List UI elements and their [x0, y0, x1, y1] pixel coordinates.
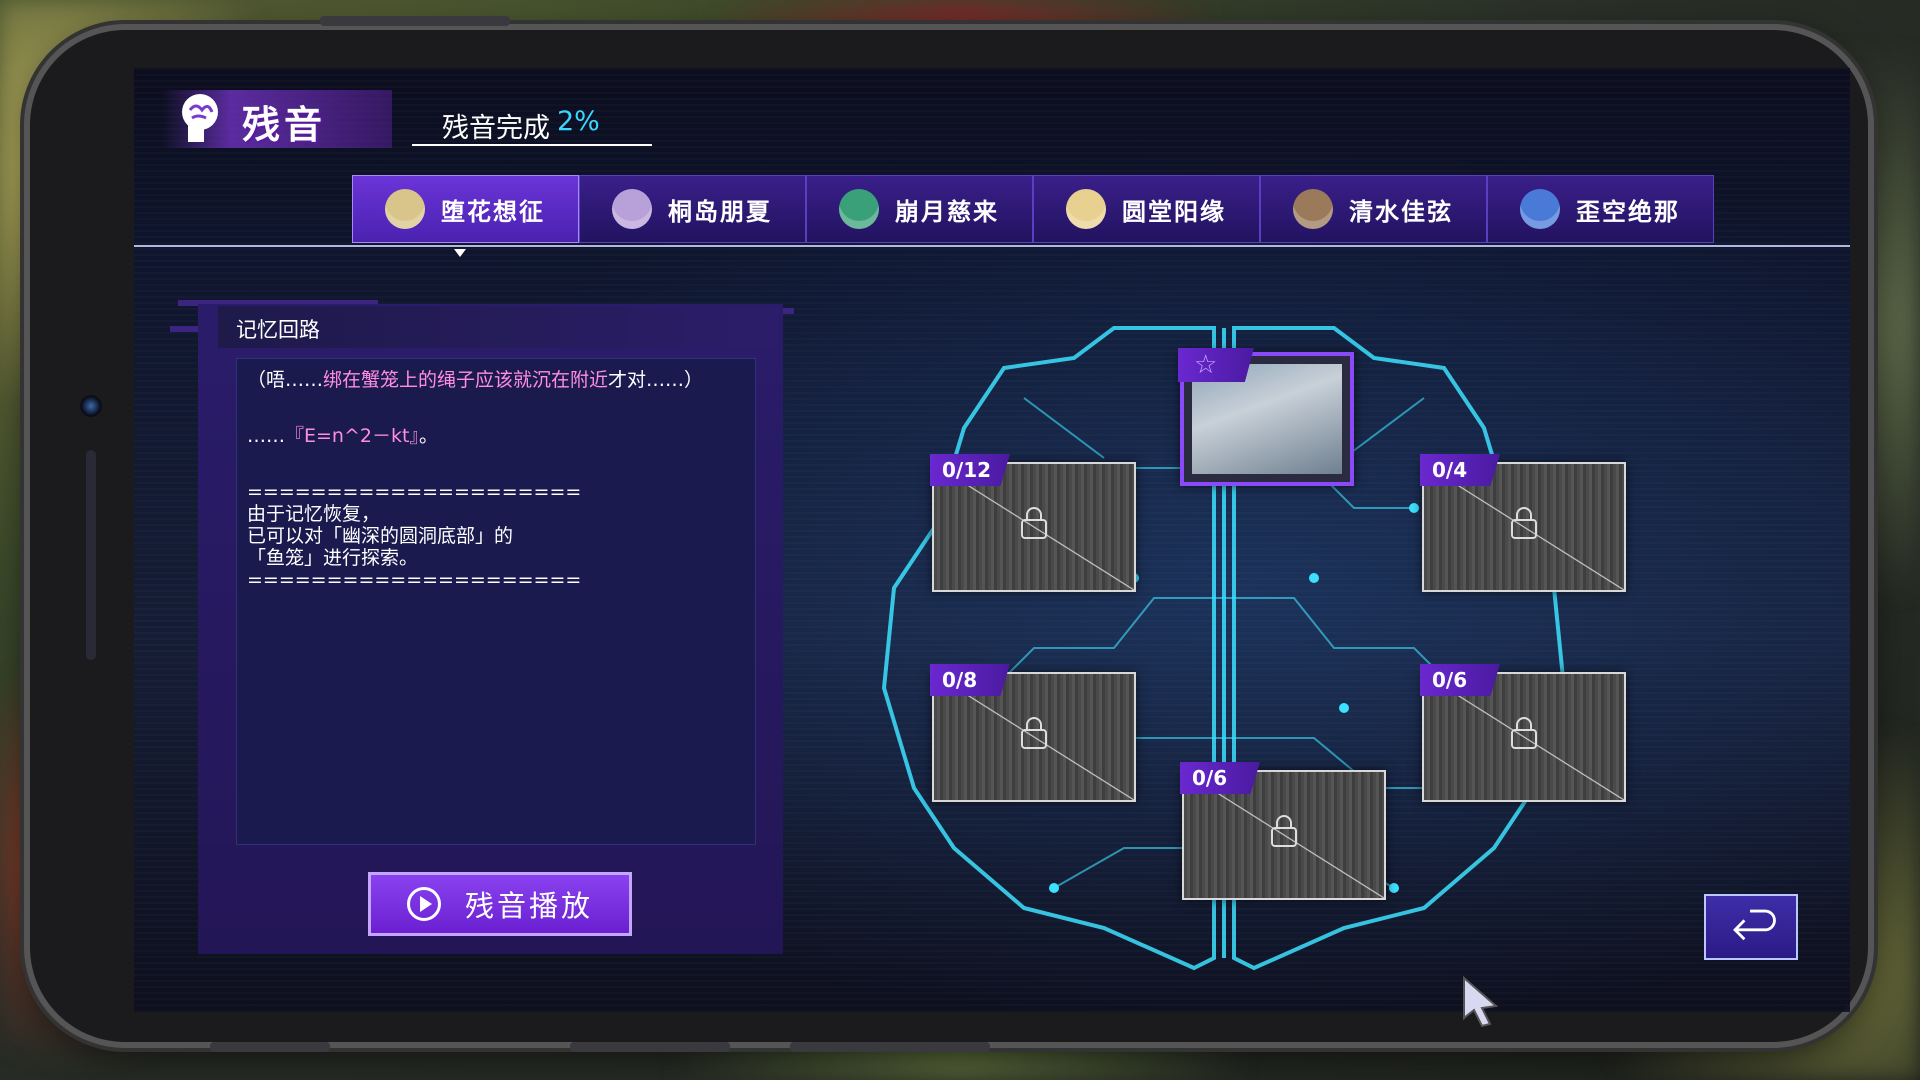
tab-character-5[interactable]: 清水佳弦 — [1260, 175, 1487, 243]
star-icon: ☆ — [1178, 348, 1254, 382]
character-tabs: 堕花想征 桐岛朋夏 崩月慈来 圆堂阳缘 清水佳弦 歪空绝那 — [352, 175, 1714, 245]
tab-label: 清水佳弦 — [1349, 197, 1453, 226]
tab-character-2[interactable]: 桐岛朋夏 — [579, 175, 806, 243]
text-normal: 。 — [418, 425, 438, 447]
character-avatar — [1066, 189, 1106, 229]
tab-label: 堕花想征 — [441, 197, 545, 226]
memory-panel-header: 记忆回路 — [218, 306, 778, 348]
text-highlight: 『E=n^2－kt』 — [285, 425, 419, 447]
phone-top-button — [320, 16, 510, 26]
tab-underline — [134, 245, 1850, 247]
tab-character-1[interactable]: 堕花想征 — [352, 175, 579, 243]
lock-icon — [1511, 507, 1537, 539]
progress-value: 2% — [557, 106, 600, 137]
memory-text-box: （唔……绑在蟹笼上的绳子应该就沉在附近才对……） ……『E=n^2－kt』。 =… — [236, 358, 756, 845]
memory-node-right-upper[interactable]: 0/4 — [1420, 454, 1626, 592]
text-normal: …… — [247, 425, 285, 447]
character-avatar — [1293, 189, 1333, 229]
memory-node-top[interactable]: ☆ — [1178, 348, 1354, 486]
tab-label: 圆堂阳缘 — [1122, 197, 1226, 226]
memory-divider-top: ===================== — [247, 481, 582, 503]
camera-icon — [80, 395, 102, 417]
back-button[interactable] — [1704, 894, 1798, 960]
tab-label: 桐岛朋夏 — [668, 197, 772, 226]
memory-node-left-upper[interactable]: 0/12 — [930, 454, 1136, 592]
phone-bottom-button — [210, 1042, 330, 1052]
character-avatar — [612, 189, 652, 229]
lock-icon — [1021, 507, 1047, 539]
completion-progress: 残音完成 2% — [412, 104, 652, 146]
play-circle-icon — [406, 887, 441, 921]
lock-icon — [1271, 815, 1297, 847]
memory-line-2: ……『E=n^2－kt』。 — [247, 425, 745, 447]
memory-divider-bottom: ===================== — [247, 569, 582, 591]
node-count: 0/6 — [1180, 762, 1260, 794]
memory-node-right-lower[interactable]: 0/6 — [1420, 664, 1626, 802]
memory-panel-title: 记忆回路 — [236, 318, 320, 342]
phone-bottom-button — [570, 1042, 730, 1052]
phone-side-bar — [86, 450, 96, 660]
node-count: 0/12 — [930, 454, 1010, 486]
page-title: 残音 — [242, 103, 327, 147]
lock-icon — [1021, 717, 1047, 749]
brain-icon — [182, 94, 218, 142]
mouse-cursor-icon — [1463, 976, 1499, 1028]
back-arrow-icon — [1733, 909, 1776, 941]
play-echo-button[interactable]: 残音播放 — [368, 872, 632, 936]
text-highlight: 绑在蟹笼上的绳子应该就沉在附近 — [323, 369, 609, 391]
character-avatar — [1520, 189, 1560, 229]
lock-icon — [1511, 717, 1537, 749]
tab-label: 崩月慈来 — [895, 197, 999, 226]
memory-node-image — [1192, 364, 1342, 474]
character-avatar — [839, 189, 879, 229]
active-tab-indicator — [454, 249, 466, 257]
memory-line-1: （唔……绑在蟹笼上的绳子应该就沉在附近才对……） — [247, 369, 745, 391]
memory-body-line-1: 由于记忆恢复， — [247, 503, 381, 525]
tab-label: 歪空绝那 — [1576, 197, 1680, 226]
tab-character-4[interactable]: 圆堂阳缘 — [1033, 175, 1260, 243]
tab-character-6[interactable]: 歪空绝那 — [1487, 175, 1714, 243]
text-normal: （唔…… — [247, 369, 324, 391]
tab-character-3[interactable]: 崩月慈来 — [806, 175, 1033, 243]
node-count: 0/6 — [1420, 664, 1500, 696]
memory-node-left-lower[interactable]: 0/8 — [930, 664, 1136, 802]
node-count: 0/4 — [1420, 454, 1500, 486]
text-normal: 才对……） — [608, 369, 704, 391]
memory-body-line-2: 已可以对「幽深的圆洞底部」的 — [247, 525, 514, 547]
memory-node-bottom[interactable]: 0/6 — [1180, 762, 1386, 900]
play-button-label: 残音播放 — [464, 889, 593, 923]
node-count: 0/8 — [930, 664, 1010, 696]
memory-body-line-3: 「鱼笼」进行探索。 — [247, 547, 419, 569]
character-avatar — [385, 189, 425, 229]
panel-decoration — [178, 300, 378, 306]
game-screen: 残音 残音完成 2% 堕花想征 桐岛朋夏 崩月慈来 圆堂阳缘 清水佳弦 歪空绝那 — [134, 68, 1850, 1012]
progress-label: 残音完成 — [442, 113, 550, 144]
phone-bottom-button — [790, 1042, 990, 1052]
